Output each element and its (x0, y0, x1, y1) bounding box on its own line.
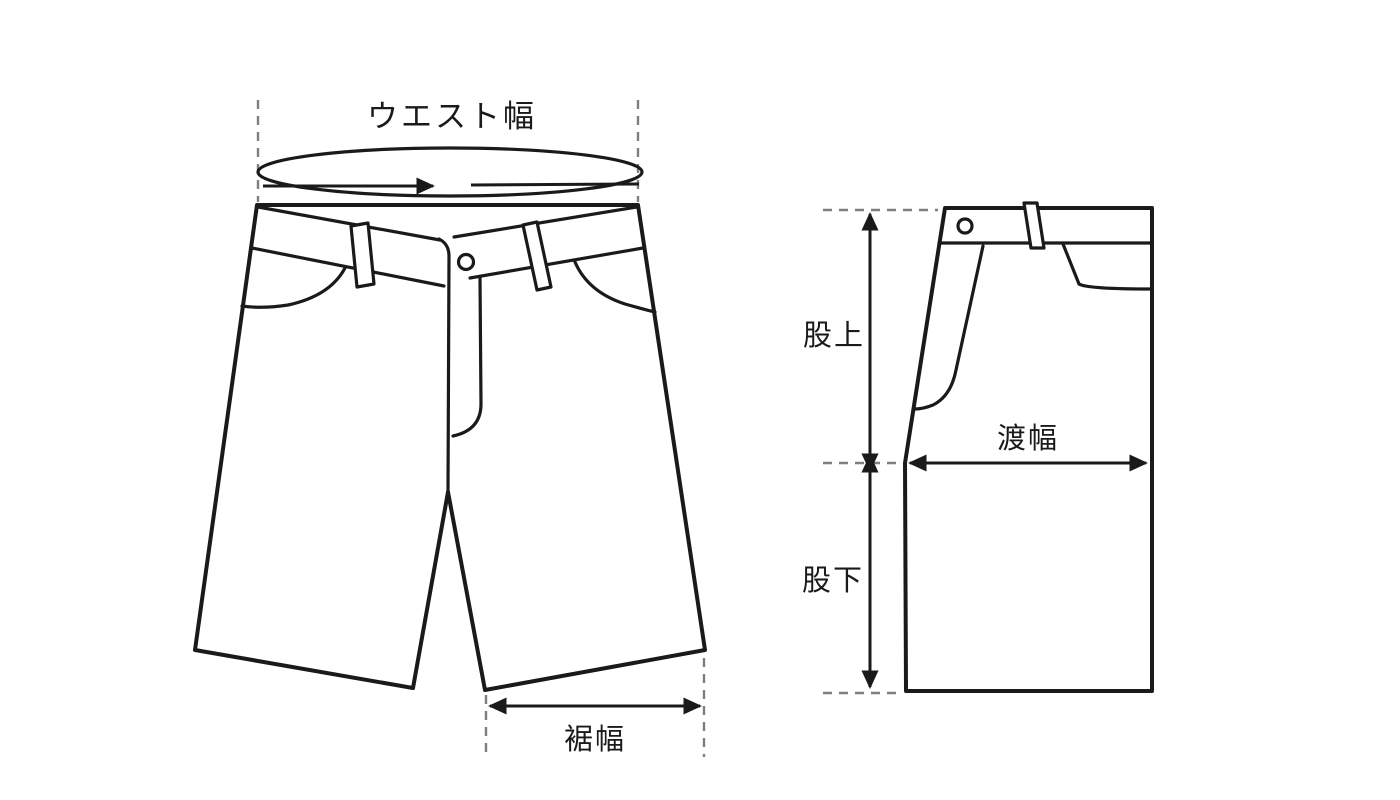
waistband-bottom-right-seam (468, 246, 645, 280)
pocket-curve-right (573, 260, 657, 314)
pocket-curve-left (240, 266, 347, 309)
side-pocket-seam (1061, 242, 1153, 291)
waistband-bottom-left-seam (250, 246, 446, 288)
waist-button-circle (456, 252, 476, 272)
waistband-top-right-seam (452, 205, 639, 239)
side-button-circle (956, 217, 974, 235)
rise-label: 股上 (803, 318, 865, 352)
waist-ellipse (256, 146, 644, 198)
front-view-shorts: ウエスト幅 (193, 99, 707, 757)
hem-width-label: 裾幅 (564, 722, 626, 756)
side-pocket-bag-curve (913, 244, 985, 411)
side-leg-outline (903, 206, 1154, 693)
inseam-label: 股下 (802, 563, 864, 597)
waist-width-label: ウエスト幅 (367, 99, 537, 135)
fly-j-stitch-seam (451, 276, 483, 438)
belt-loop-left (349, 221, 376, 289)
waist-girth-arrow-tail (470, 182, 640, 187)
side-belt-loop (1022, 201, 1046, 250)
shorts-outline (193, 203, 707, 692)
waistband-top-left-seam (256, 205, 442, 242)
thigh-width-label: 渡幅 (997, 421, 1059, 455)
fly-placket-seam (437, 237, 451, 494)
side-view-leg: 股上 股下 渡幅 (802, 201, 1154, 695)
belt-loop-right (521, 220, 553, 292)
